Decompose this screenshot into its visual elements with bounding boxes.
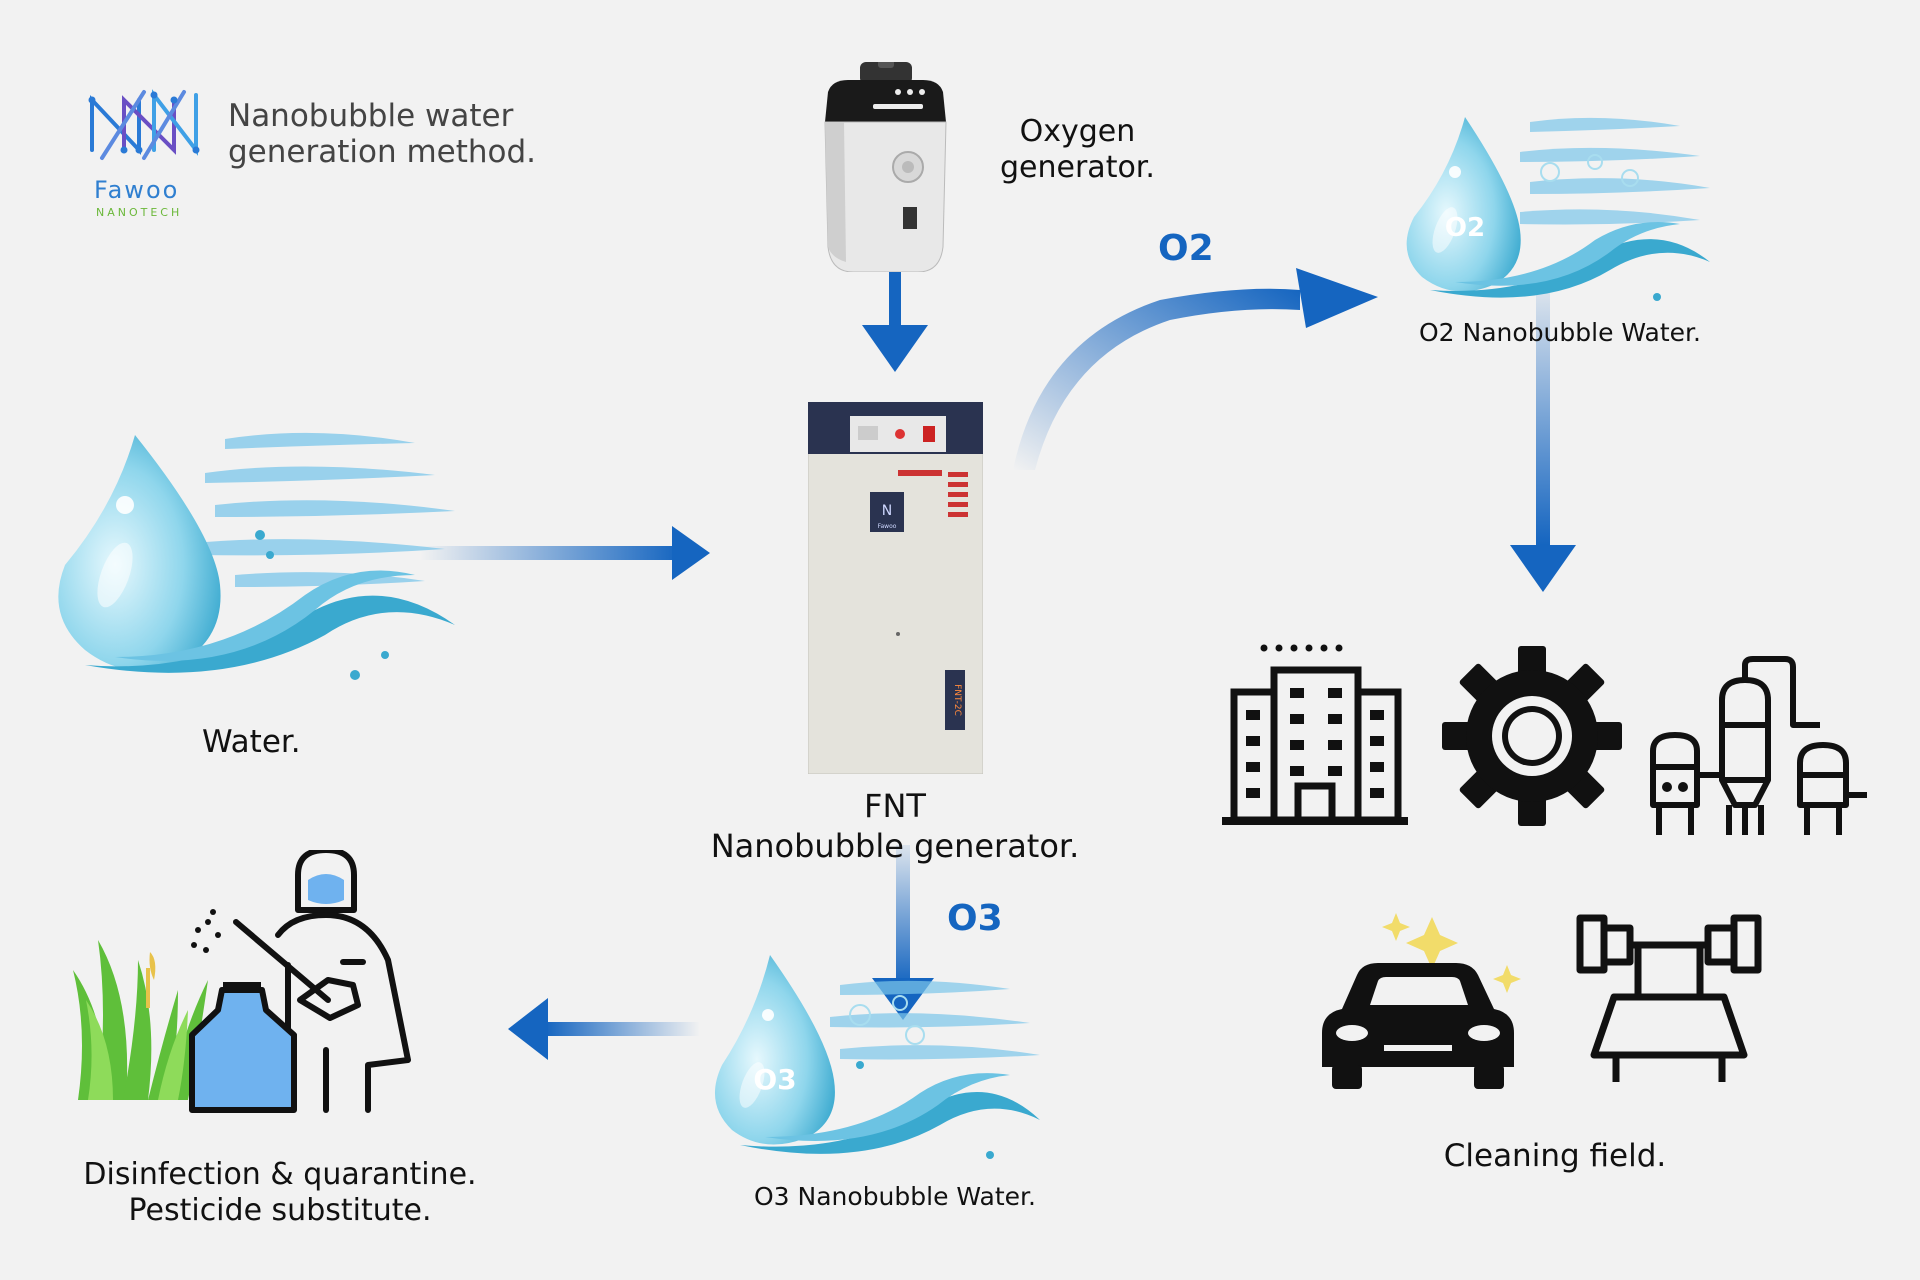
o3-water-drop-image: O3 (710, 955, 1050, 1170)
svg-text:N: N (882, 503, 892, 519)
fnt-generator-label-line2: Nanobubble generator. (710, 827, 1080, 865)
arrow-generator-to-o2 (1013, 268, 1378, 470)
brand-name: Fawoo (94, 176, 180, 204)
arrow-water-to-generator (420, 526, 710, 580)
disinfection-label: Disinfection & quarantine. Pesticide sub… (40, 1157, 520, 1229)
oxygen-generator-label-line1: Oxygen (1019, 114, 1136, 149)
disinfection-worker-icon (68, 847, 428, 1115)
car-wash-icon (1576, 910, 1762, 1090)
arrow-o2-to-industries (1510, 290, 1576, 592)
fnt-generator-label: FNT Nanobubble generator. (690, 786, 1100, 866)
disinfection-label-line1: Disinfection & quarantine. (83, 1157, 477, 1192)
page-title-line2: generation method. (228, 134, 537, 170)
arrow-oxygen-to-generator (862, 270, 928, 372)
cleaning-label: Cleaning field. (1443, 1138, 1667, 1174)
oxygen-generator-label-line2: generator. (1000, 150, 1155, 185)
device-logo-text: Fawoo (878, 523, 897, 530)
page-title-line1: Nanobubble water (228, 98, 514, 134)
water-label: Water. (202, 724, 301, 760)
oxygen-generator-image (818, 58, 953, 273)
car-icon (1312, 905, 1527, 1095)
o2-drop-text: O2 (1445, 213, 1485, 243)
oxygen-generator-label: Oxygen generator. (1000, 114, 1155, 186)
device-model-text: FNT-2C (952, 684, 962, 716)
building-icon (1222, 640, 1408, 830)
fnt-generator-label-line1: FNT (864, 787, 926, 825)
factory-tanks-icon (1645, 655, 1875, 840)
o3-water-label: O3 Nanobubble Water. (754, 1182, 1036, 1211)
fawoo-logo-icon (88, 89, 200, 160)
page-title: Nanobubble water generation method. (228, 98, 536, 170)
edge-label-o2: O2 (1158, 228, 1214, 269)
gear-icon (1442, 646, 1622, 826)
water-drop-image (55, 425, 465, 685)
disinfection-label-line2: Pesticide substitute. (128, 1193, 432, 1228)
o2-water-drop-image: O2 (1400, 112, 1720, 312)
brand-subtitle: NANOTECH (96, 206, 183, 219)
edge-label-o3: O3 (947, 898, 1003, 939)
arrow-o3-to-disinfection (508, 998, 700, 1060)
o3-drop-text: O3 (753, 1063, 796, 1096)
fnt-generator-image: N Fawoo FNT-2C (807, 401, 984, 775)
brand-logo: Fawoo NANOTECH (84, 80, 204, 230)
o2-water-label: O2 Nanobubble Water. (1419, 318, 1701, 347)
